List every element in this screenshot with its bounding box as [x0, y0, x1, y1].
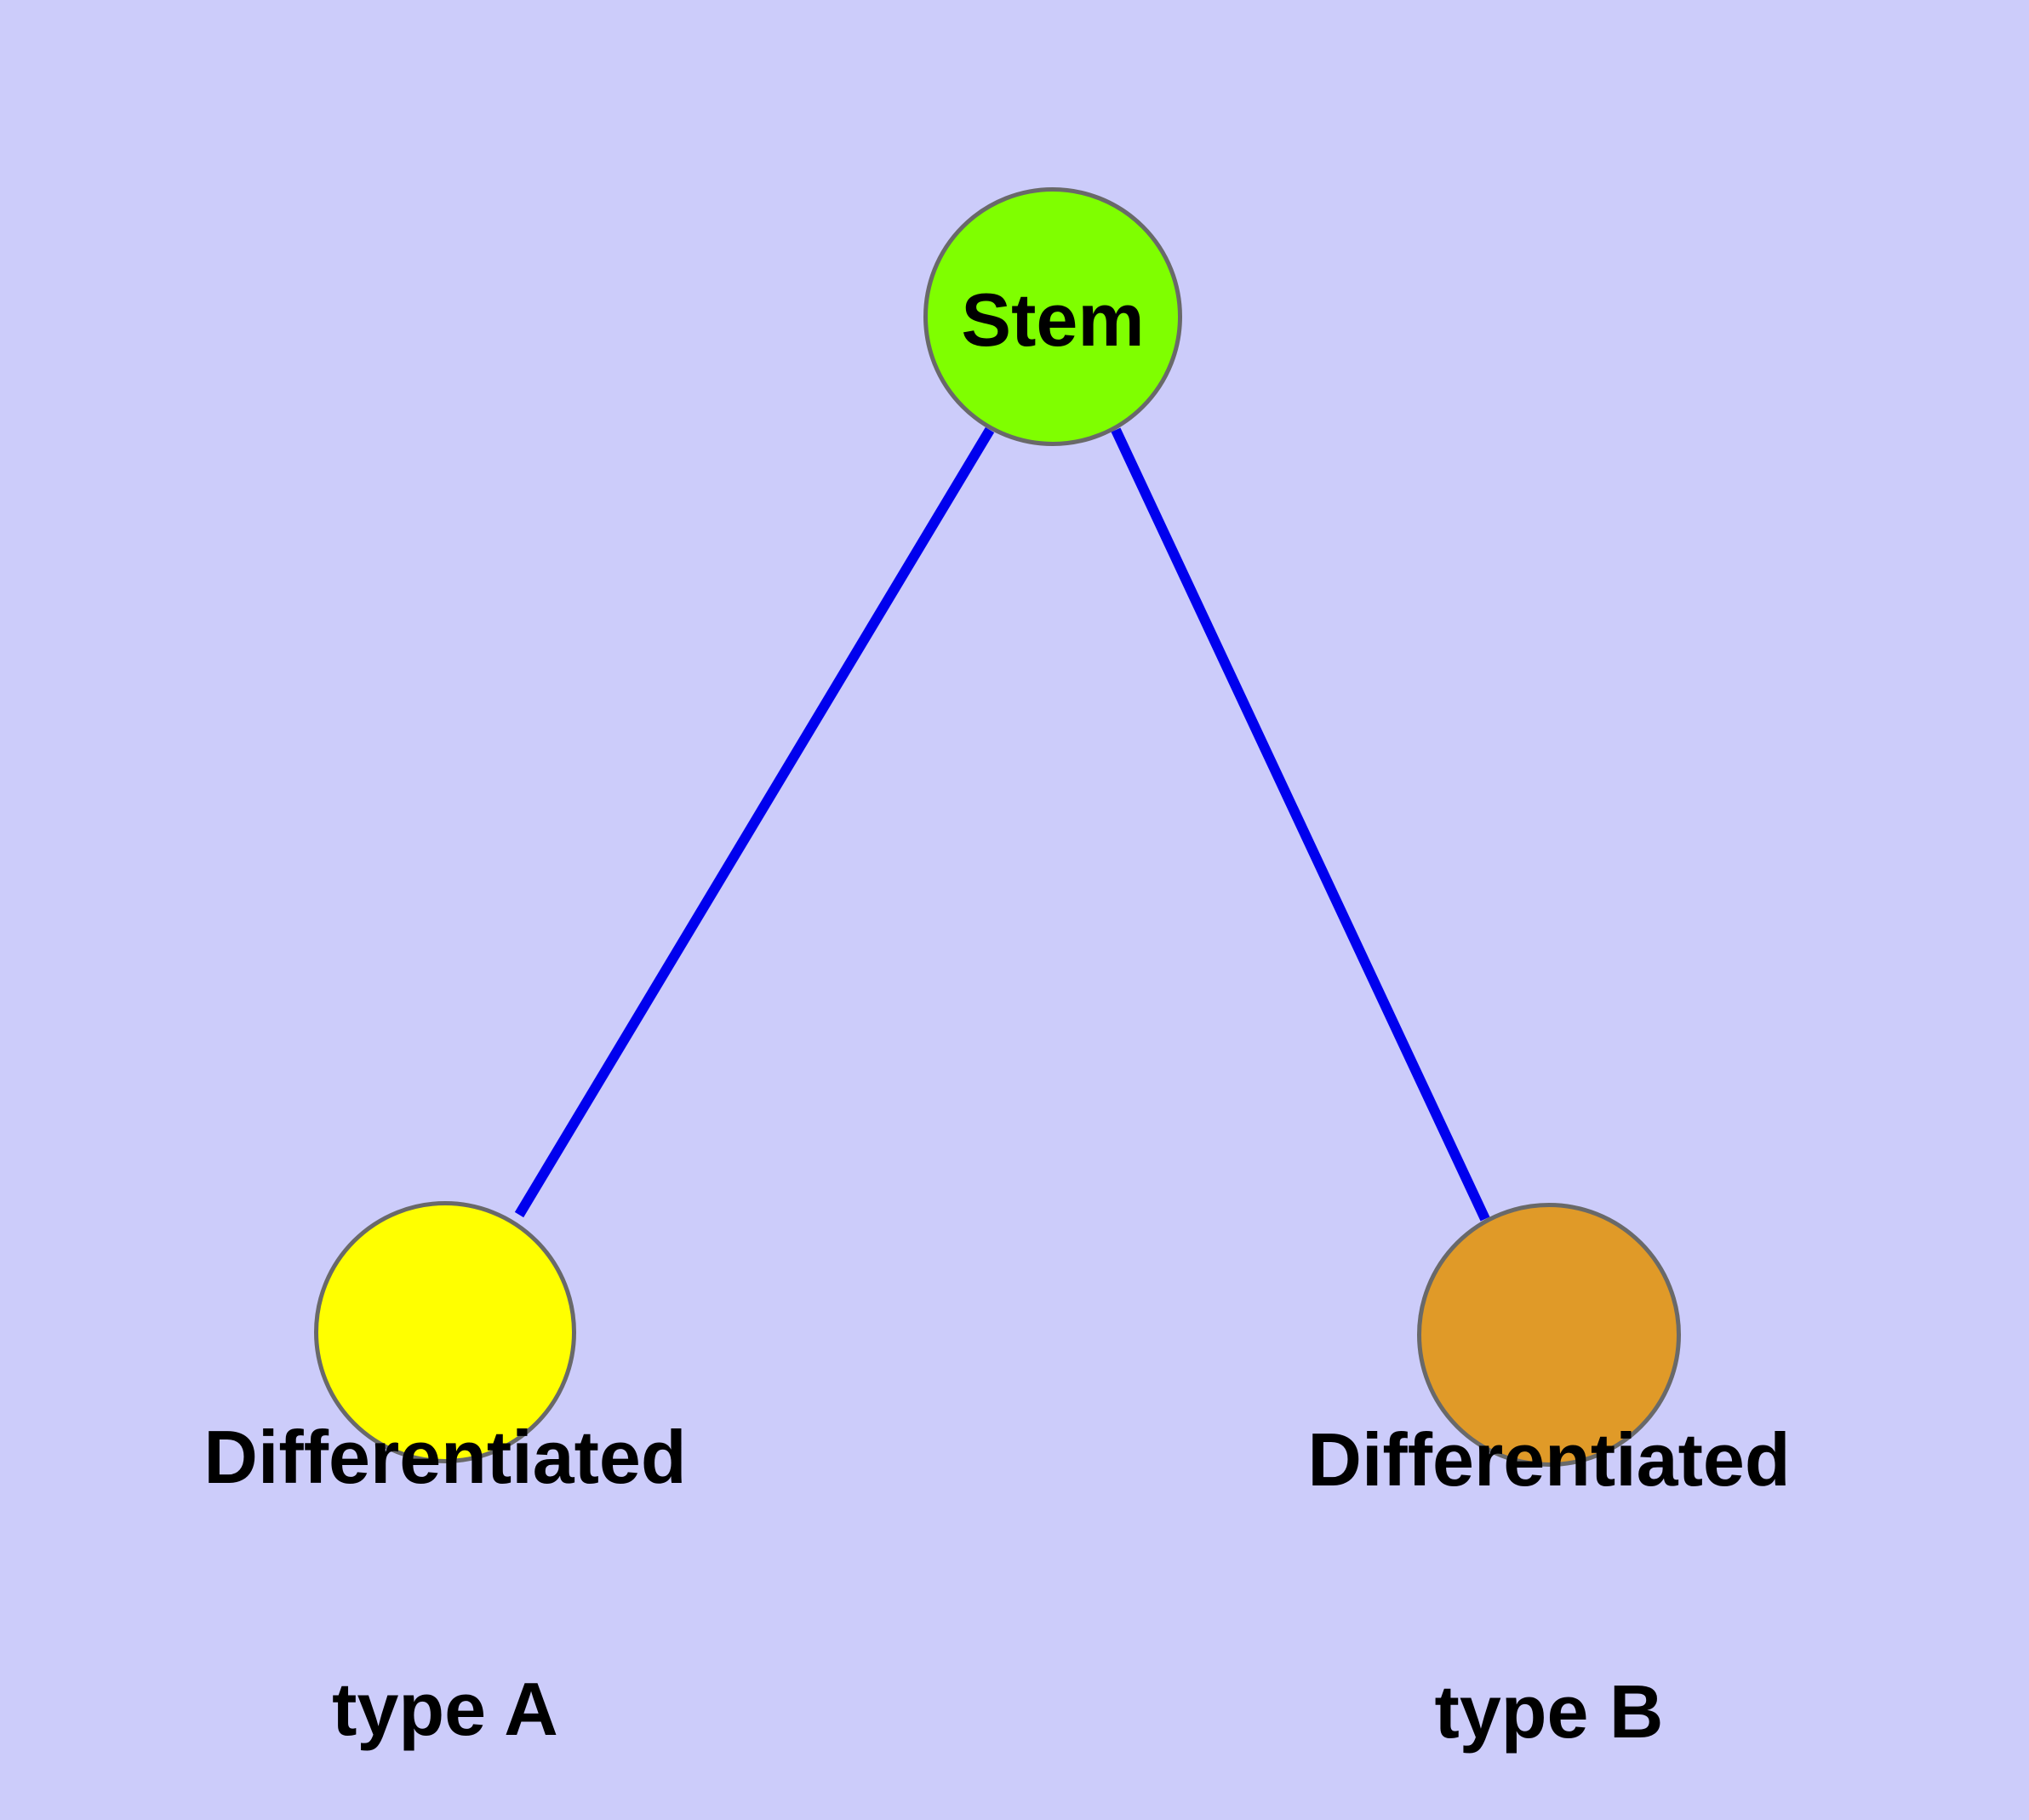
node-differentiated-type-a[interactable] [314, 1201, 576, 1463]
node-stem[interactable] [923, 187, 1182, 446]
edge-stem-to-differentiated-type-b [1111, 427, 1490, 1222]
edge-stem-to-differentiated-type-a [514, 426, 995, 1218]
node-differentiated-type-b[interactable] [1417, 1203, 1681, 1467]
